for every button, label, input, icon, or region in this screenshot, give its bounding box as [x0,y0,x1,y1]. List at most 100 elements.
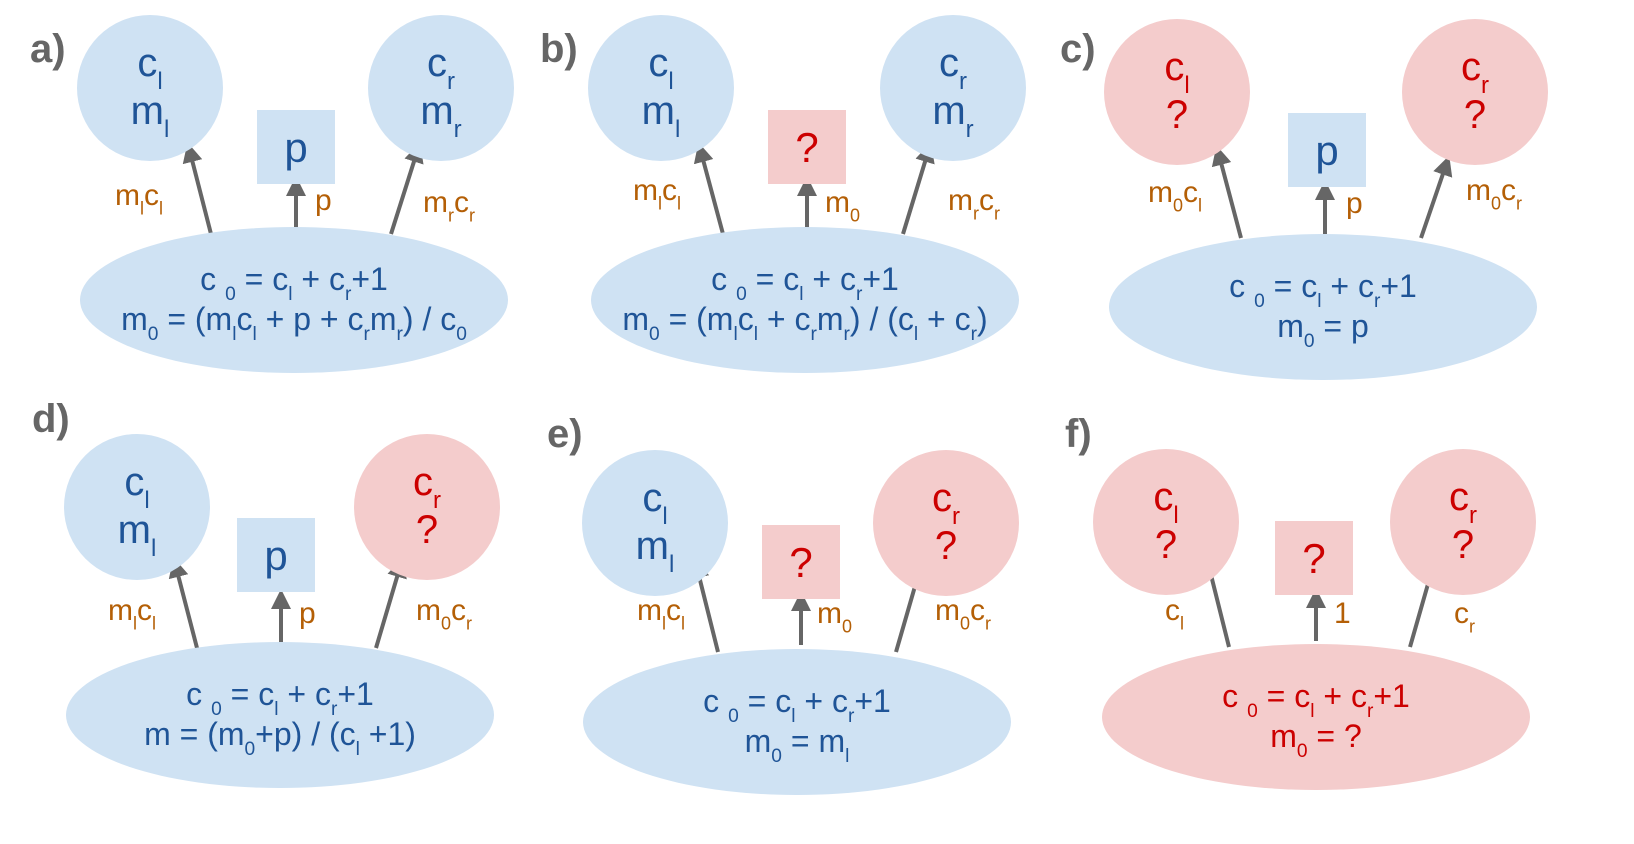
point-box-label: ? [789,539,812,586]
edge-label-right: mr​cr​ [423,186,475,226]
panel-b: b) c 0​ = cl​ + cr​+1m0​ = (ml​cl​ + cr​m… [540,15,1026,373]
edge-label-left: ml​cl​ [115,179,163,219]
root-mean-formula: m0​ = p [1277,308,1369,352]
root-count-formula: c 0​ = cl​ + cr​+1 [711,261,899,305]
panel-label: e) [547,412,583,456]
panel-label: c) [1060,27,1096,71]
point-box [1288,113,1366,187]
right-child-count-label: cr​ [413,460,441,514]
left-child-circle [588,15,734,161]
point-box-label: p [284,124,307,171]
arrow-right [901,142,935,235]
right-child-count-label: cr​ [427,41,455,95]
left-child-count-label: cl​ [1153,475,1178,529]
right-child-count-label: cr​ [939,41,967,95]
root-node-ellipse [591,227,1019,373]
left-child-circle [64,434,210,580]
edge-label-left: ml​cl​ [108,594,156,634]
right-child-mean-label: ? [1464,93,1486,137]
panel-label: b) [540,27,578,71]
arrow-left [689,558,720,653]
right-child-mean-label: ? [1452,523,1474,567]
left-child-circle [582,450,728,596]
panel-label: a) [30,27,66,71]
point-box [768,110,846,184]
root-node-ellipse [1102,644,1530,790]
root-count-formula: c 0​ = cl​ + cr​+1 [1222,678,1410,722]
edge-label-middle: p [1346,187,1363,220]
panel-d: d)c 0​ = cl​ + cr​+1m = (m0​+p) / (cl​ +… [32,397,500,788]
root-count-formula: c 0​ = cl​ + cr​+1 [1229,268,1417,312]
edge-label-middle: m0​ [817,597,852,637]
left-child-mean-label: ? [1166,93,1188,137]
point-box-label: ? [795,124,818,171]
left-child-mean-label: ml​ [642,89,681,143]
arrow-right [374,557,407,649]
arrow-left [693,142,725,235]
root-mean-formula: m = (m0​+p) / (cl​ +1) [144,716,416,760]
left-child-circle [77,15,223,161]
right-child-circle [354,434,500,580]
root-mean-formula: m0​ = ? [1270,718,1362,762]
edge-label-right: cr​ [1454,597,1475,637]
right-child-circle [1402,19,1548,165]
panel-label: d) [32,397,70,441]
panel-e: e) c 0​ = cl​ + cr​+1m0​ = ml​ cl​ml​ cr​??… [547,412,1019,795]
arrow-left [1211,145,1243,239]
point-box-label: p [1315,127,1338,174]
panel-a: a) c 0​ = cl​ + cr​+1m0​ = (ml​cl​ + p + … [30,15,514,373]
panel-f: f)c 0​ = cl​ + cr​+1m0​ = ?cl​?cr​??cl​1… [1065,412,1536,790]
arrow-right [1419,155,1453,239]
right-child-circle [1390,449,1536,595]
left-child-count-label: cl​ [1164,45,1189,99]
edge-label-left: cl​ [1165,594,1184,634]
edge-label-middle: p [315,184,332,217]
left-child-count-label: cl​ [137,41,162,95]
edge-label-middle: 1 [1334,597,1351,630]
root-node-ellipse [80,227,508,373]
left-child-circle [1104,19,1250,165]
edge-label-right: m0​cr​ [1466,174,1522,214]
edge-label-right: mr​cr​ [948,184,1000,224]
point-box [257,110,335,184]
panel-label: f) [1065,412,1092,456]
point-box [237,518,315,592]
root-node-ellipse [583,649,1011,795]
root-count-formula: c 0​ = cl​ + cr​+1 [200,261,388,305]
right-child-circle [880,15,1026,161]
left-child-circle [1093,449,1239,595]
right-child-mean-label: ? [935,524,957,568]
edge-label-middle: p [299,597,316,630]
root-mean-formula: m0​ = (ml​cl​ + p + cr​mr​) / c0​ [121,301,467,345]
right-child-count-label: cr​ [1461,45,1489,99]
point-box [762,525,840,599]
left-child-count-label: cl​ [642,476,667,530]
right-child-circle [368,15,514,161]
edge-label-right: m0​cr​ [935,594,991,634]
left-child-count-label: cl​ [124,460,149,514]
left-child-mean-label: ml​ [636,524,675,578]
edge-label-left: m0​cl​ [1148,176,1202,216]
right-child-mean-label: mr​ [932,89,973,143]
arrow-left [168,557,199,649]
panel-c: c)c 0​ = cl​ + cr​+1m0​ = pcl​?cr​?pm0​c… [1060,19,1548,380]
left-child-mean-label: ml​ [118,508,157,562]
root-count-formula: c 0​ = cl​ + cr​+1 [703,683,891,727]
arrow-right [389,142,424,235]
point-box [1275,521,1353,595]
root-mean-formula: m0​ = ml​ [745,723,850,767]
edge-label-left: ml​cl​ [637,594,685,634]
right-child-circle [873,450,1019,596]
right-child-count-label: cr​ [1449,475,1477,529]
left-child-mean-label: ? [1155,523,1177,567]
edge-label-left: ml​cl​ [633,174,681,214]
root-node-ellipse [66,642,494,788]
root-mean-formula: m0​ = (ml​cl​ + cr​mr​) / (cl​ + cr​) [622,301,987,345]
right-child-mean-label: mr​ [420,89,461,143]
left-child-mean-label: ml​ [131,89,170,143]
left-child-count-label: cl​ [648,41,673,95]
root-node-ellipse [1109,234,1537,380]
point-box-label: ? [1302,535,1325,582]
right-child-count-label: cr​ [932,476,960,530]
edge-label-middle: m0​ [825,186,860,226]
